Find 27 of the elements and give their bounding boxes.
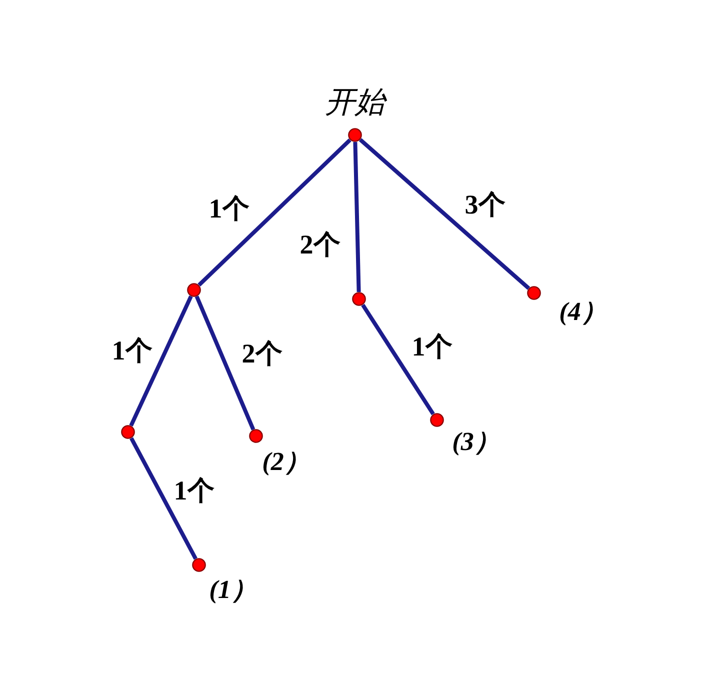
node-label: (3） <box>452 429 500 455</box>
edge-label: 1个 <box>174 478 214 504</box>
tree-dot <box>187 283 201 297</box>
branch-line <box>353 142 361 292</box>
branch-line <box>361 304 435 416</box>
node-label: (1） <box>209 577 257 603</box>
edge-label: 1个 <box>208 196 250 222</box>
branch-line <box>198 138 352 287</box>
edge-label: 3个 <box>464 192 506 218</box>
tree-dot <box>527 286 541 300</box>
edge-label: 1个 <box>412 334 452 360</box>
edge-label: 1个 <box>112 338 152 364</box>
node-label: 开始 <box>325 88 385 118</box>
branch-line <box>130 437 198 560</box>
node-label: (4） <box>559 299 607 325</box>
branch-line <box>194 296 256 430</box>
tree-dot <box>192 558 206 572</box>
node-label: (2） <box>262 449 310 475</box>
tree-dot <box>249 429 263 443</box>
branch-line <box>358 138 530 290</box>
edge-label: 2个 <box>242 340 282 368</box>
branch-line <box>129 295 193 427</box>
tree-dot <box>352 292 366 306</box>
tree-dot <box>348 128 362 142</box>
edge-label: 2个 <box>300 232 340 258</box>
tree-dot <box>121 425 135 439</box>
tree-dot <box>430 413 444 427</box>
